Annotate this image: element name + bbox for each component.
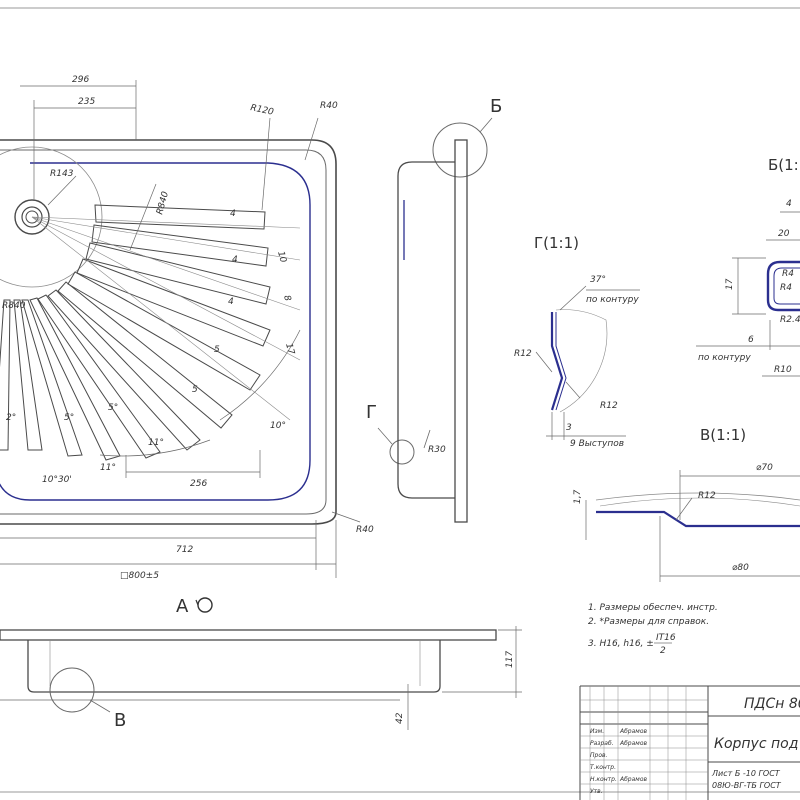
detail-g: Г(1:1) 37° по контуру R12 R12 3 9 Выступ…: [514, 234, 640, 449]
tb-role-5: Н.контр.: [590, 776, 617, 783]
dim-10: 10: [275, 250, 288, 264]
dim-296: 296: [72, 75, 89, 85]
note-2: 2. *Размеры для справок.: [588, 617, 709, 627]
tb-role-4: Т.контр.: [590, 764, 616, 771]
detail-b-w4: 4: [786, 199, 792, 209]
detail-g-angle: 37°: [590, 275, 606, 285]
dim-42: 42: [395, 712, 405, 724]
callout-g-label: Г: [366, 402, 377, 423]
detail-b-title: Б(1:1: [768, 156, 800, 174]
dim-ang-5b: 5°: [108, 403, 118, 413]
note-3-frac-bot: 2: [660, 646, 666, 656]
callout-g: Г: [366, 402, 415, 465]
tb-role-3: Пров.: [590, 752, 608, 759]
detail-g-contour: по контуру: [586, 295, 639, 305]
dim-17: 17: [283, 342, 296, 356]
callout-v-label: В: [114, 710, 126, 731]
title-block: Изм. Разраб. Пров. Т.контр. Н.контр. Утв…: [579, 685, 800, 800]
dim-ang-10-30: 10°30': [42, 475, 72, 485]
dim-r30: R30: [428, 445, 446, 455]
detail-v-title: В(1:1): [700, 426, 746, 444]
detail-g-r12a: R12: [514, 349, 532, 359]
detail-b-w20: 20: [778, 229, 790, 239]
front-view: [0, 626, 522, 730]
dim-800: □800±5: [120, 571, 159, 581]
note-3-frac-top: IT16: [656, 633, 676, 643]
dim-r840-top: R840: [155, 190, 171, 215]
tb-role-1: Изм.: [590, 728, 604, 735]
detail-g-w3: 3: [566, 423, 572, 433]
view-a-label: А: [176, 596, 213, 617]
dim-r40-bottom: R40: [356, 525, 374, 535]
tb-name: Корпус под: [714, 736, 798, 752]
tb-name-5: Абрамов: [619, 776, 647, 783]
detail-v-r12: R12: [698, 491, 716, 501]
notes-block: 1. Размеры обеспеч. инстр. 2. *Размеры д…: [588, 603, 718, 656]
dim-4c: 4: [228, 297, 234, 307]
dim-712: 712: [176, 545, 193, 555]
dim-256: 256: [190, 479, 207, 489]
detail-b-h17: 17: [725, 278, 735, 290]
detail-g-title: Г(1:1): [534, 234, 579, 252]
dim-117: 117: [505, 651, 515, 668]
note-3: 3. H16, h16, ±: [588, 639, 654, 649]
detail-b: Б(1:1 4 20 17 R4 R4 R2.4 6 по контуру R1…: [696, 156, 800, 377]
detail-b-contour: по контуру: [698, 353, 751, 363]
callout-b-label: Б: [490, 96, 502, 117]
tb-name-1: Абрамов: [619, 728, 647, 735]
dim-r840-left: R840: [2, 301, 26, 311]
view-a-letter: А: [176, 596, 189, 617]
tb-role-6: Утв.: [590, 788, 603, 795]
tb-role-2: Разраб.: [590, 740, 614, 747]
dim-ang-5: 5°: [64, 413, 74, 423]
plan-view: 296 235 R120 R40 R143 R840 R840 712 □800…: [0, 75, 374, 581]
dim-r120: R120: [249, 103, 274, 118]
detail-b-r4b: R4: [780, 283, 792, 293]
callout-b: Б: [432, 96, 502, 178]
dim-r143: R143: [50, 169, 74, 179]
side-view: R30: [397, 139, 468, 523]
detail-b-r24: R2.4: [780, 315, 800, 325]
detail-b-r10: R10: [774, 365, 792, 375]
dim-235: 235: [78, 97, 95, 107]
detail-v-h17: 1,7: [573, 489, 583, 504]
sheet-frame: [0, 7, 800, 793]
detail-b-w6: 6: [748, 335, 754, 345]
detail-b-r4a: R4: [782, 269, 794, 279]
dim-5a: 5: [214, 345, 220, 355]
dim-ang-11b: 11°: [148, 438, 164, 448]
dim-ang-10: 10°: [270, 421, 286, 431]
dim-ang-11a: 11°: [100, 463, 116, 473]
tb-code: ПДСн 80: [744, 696, 800, 712]
note-1: 1. Размеры обеспеч. инстр.: [588, 603, 718, 613]
tb-name-2: Абрамов: [619, 740, 647, 747]
dim-5b: 5: [192, 385, 198, 395]
detail-v-w80: ⌀80: [732, 563, 749, 573]
detail-v-w70: ⌀70: [756, 463, 773, 473]
dim-4b: 4: [232, 255, 238, 265]
detail-g-protrusions: 9 Выступов: [570, 439, 624, 449]
dim-4a: 4: [230, 209, 236, 219]
dim-r40-top: R40: [320, 101, 338, 111]
detail-v: В(1:1) ⌀70 R12 1,7 ⌀80: [573, 426, 800, 582]
dim-ang-2: 2°: [6, 413, 16, 423]
tb-material-1: Лист Б -10 ГОСТ: [711, 769, 781, 778]
dim-8: 8: [281, 294, 292, 302]
detail-g-r12b: R12: [600, 401, 618, 411]
tb-material-2: 08Ю-ВГ-ТБ ГОСТ: [712, 781, 782, 790]
